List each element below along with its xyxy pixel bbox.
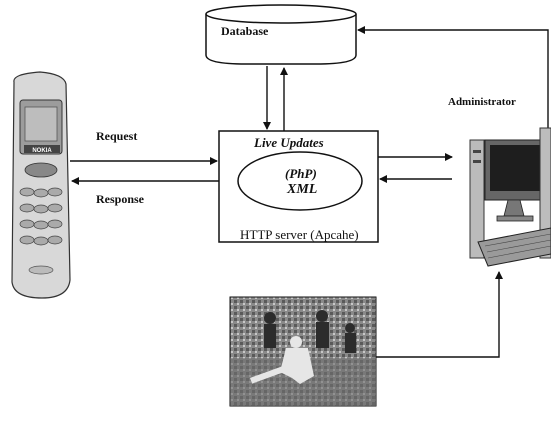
admin-to-db-arrow — [358, 30, 548, 148]
php-label: (PhP) — [285, 166, 317, 182]
photo-to-admin-arrow — [375, 272, 499, 357]
svg-text:NOKIA: NOKIA — [32, 148, 52, 154]
computer-icon — [470, 128, 551, 266]
live-updates-label: Live Updates — [254, 135, 324, 151]
http-server-label: HTTP server (Apcahe) — [240, 227, 359, 243]
sports-photo — [230, 297, 376, 406]
response-label: Response — [96, 192, 144, 207]
database-label: Database — [221, 24, 268, 39]
xml-label: XML — [287, 182, 317, 198]
administrator-label: Administrator — [448, 96, 516, 108]
request-label: Request — [96, 129, 137, 144]
phone-icon: NOKIA — [12, 72, 70, 298]
